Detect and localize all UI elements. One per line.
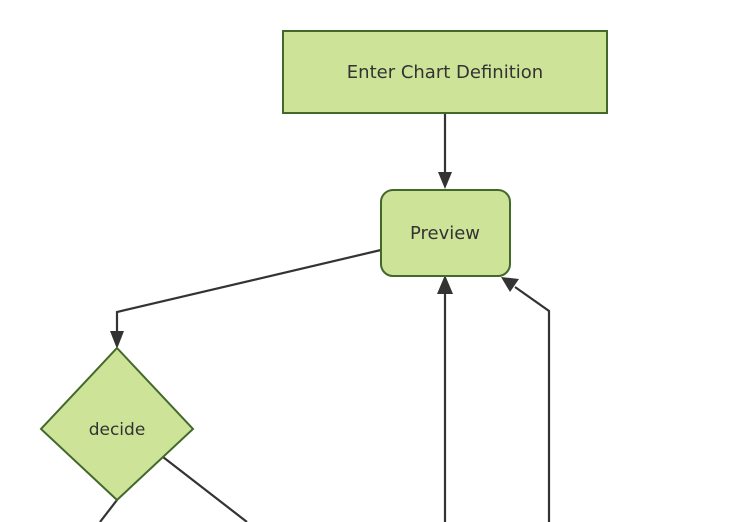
- node-shape-rounded-rectangle: [380, 189, 511, 277]
- node-label-decide: decide: [89, 420, 146, 440]
- edge-enter-to-preview: [438, 113, 452, 189]
- node-shape-rectangle: [282, 30, 608, 114]
- arrow-head-icon: [438, 172, 452, 189]
- arrow-head-icon: [437, 275, 453, 294]
- edge-bottom-center-to-preview: [437, 275, 453, 522]
- node-enter-chart-definition[interactable]: Enter Chart Definition: [282, 30, 608, 114]
- edge-bottom-right-to-preview: [501, 277, 551, 522]
- edge-decide-bottom-right: [162, 456, 248, 522]
- arrow-head-icon: [110, 331, 124, 349]
- edge-line: [115, 248, 382, 335]
- edge-decide-bottom-left: [99, 499, 118, 522]
- node-preview[interactable]: Preview: [380, 189, 511, 277]
- node-shape-diamond: [39, 346, 195, 502]
- edge-line: [514, 286, 551, 522]
- arrow-head-icon: [501, 277, 519, 292]
- edge-line: [162, 456, 248, 522]
- node-label-enter-chart-definition: Enter Chart Definition: [347, 62, 543, 83]
- edge-line: [99, 499, 118, 522]
- node-decide[interactable]: decide: [39, 346, 195, 502]
- node-label-preview: Preview: [410, 223, 480, 244]
- edge-preview-to-decide: [110, 248, 382, 349]
